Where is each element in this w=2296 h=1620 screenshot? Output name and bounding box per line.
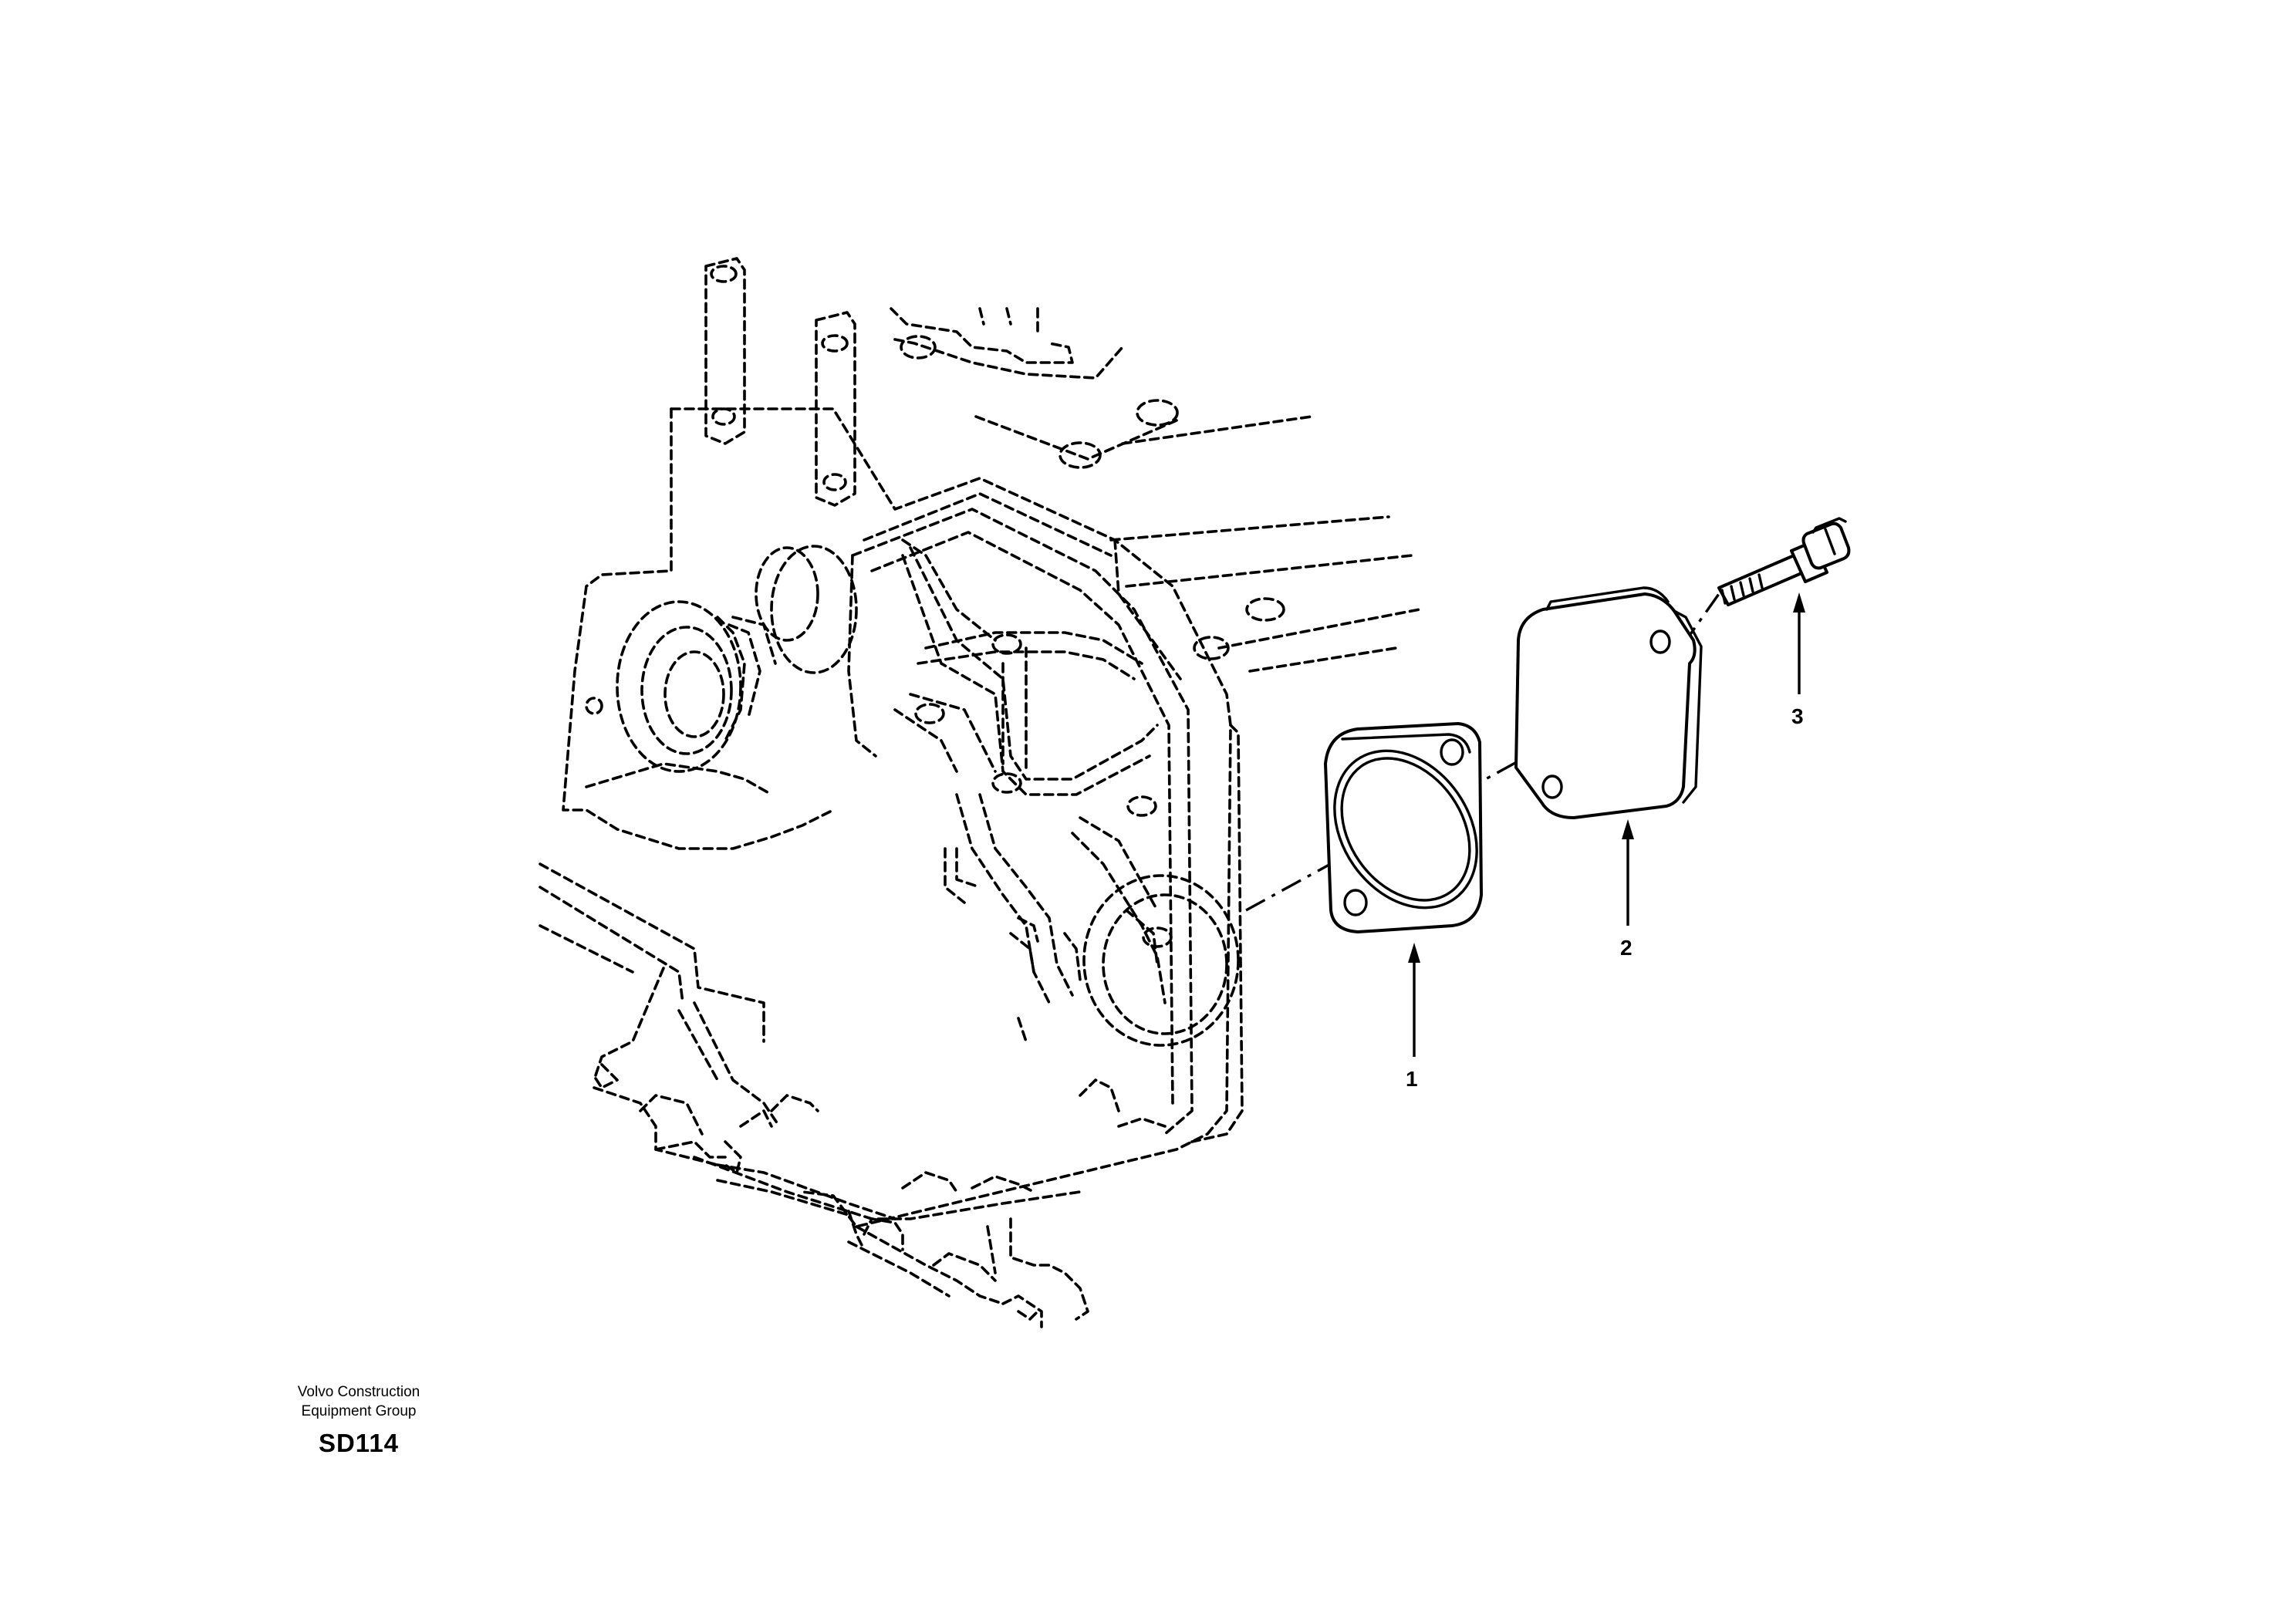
callout-number-3: 3 bbox=[1791, 704, 1804, 728]
flange-bolt-part-3 bbox=[1717, 517, 1851, 606]
footer-logo-block: Volvo Construction Equipment Group SD114 bbox=[231, 1382, 486, 1458]
gasket-part-1 bbox=[1324, 722, 1483, 933]
company-name-line1: Volvo Construction bbox=[297, 1384, 420, 1400]
callout-number-2: 2 bbox=[1620, 936, 1633, 960]
callout-number-1: 1 bbox=[1406, 1067, 1418, 1091]
drawing-code: SD114 bbox=[318, 1429, 400, 1457]
cover-plate-part-2 bbox=[1514, 586, 1703, 819]
callout-leaders bbox=[1408, 592, 1805, 1057]
engine-block-phantom-outline bbox=[539, 257, 1421, 1328]
company-name-line2: Equipment Group bbox=[301, 1403, 417, 1419]
